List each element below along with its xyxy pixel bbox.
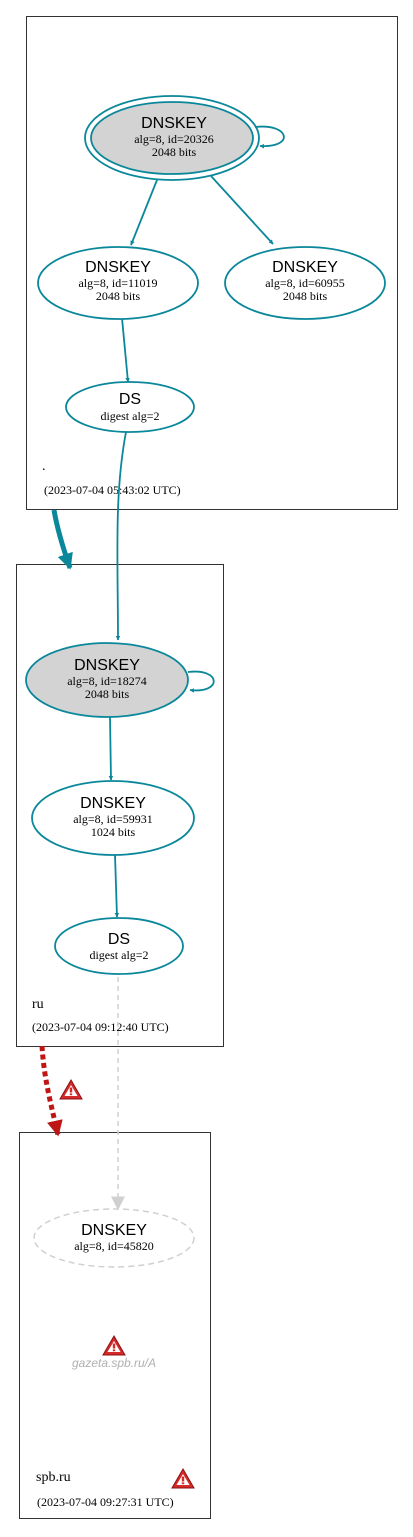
zone-root-label: . bbox=[42, 459, 46, 474]
node-title: DNSKEY bbox=[74, 657, 140, 674]
node-ru-ksk: DNSKEY alg=8, id=18274 2048 bits bbox=[25, 642, 189, 718]
node-title: DNSKEY bbox=[272, 259, 338, 276]
node-digest: digest alg=2 bbox=[89, 948, 148, 962]
edge-ru-ksk-to-zsk bbox=[108, 716, 114, 781]
edge-root-ksk-to-zsk2 bbox=[210, 175, 274, 245]
node-algorithm: alg=8, id=18274 bbox=[67, 674, 147, 688]
warning-icon bbox=[102, 1335, 126, 1356]
node-algorithm: alg=8, id=20326 bbox=[134, 132, 214, 146]
node-title: DNSKEY bbox=[81, 1222, 147, 1239]
zone-root: . (2023-07-04 05:43:02 UTC) bbox=[26, 16, 398, 510]
warning-icon bbox=[171, 1468, 195, 1489]
node-ru-zsk-59931: DNSKEY alg=8, id=59931 1024 bits bbox=[31, 780, 195, 856]
node-title: DS bbox=[108, 931, 130, 948]
zone-spb: spb.ru (2023-07-04 09:27:31 UTC) bbox=[19, 1132, 211, 1519]
node-title: DNSKEY bbox=[85, 259, 151, 276]
node-root-ds: DS digest alg=2 bbox=[65, 381, 195, 433]
edge-delegation-root-ru bbox=[51, 509, 73, 570]
node-spb-dnskey: DNSKEY alg=8, id=45820 bbox=[33, 1208, 195, 1268]
node-title: DNSKEY bbox=[141, 115, 207, 132]
node-key-size: 2048 bits bbox=[96, 289, 141, 303]
zone-ru-box bbox=[16, 564, 224, 1047]
node-title: DNSKEY bbox=[80, 795, 146, 812]
zone-spb-box bbox=[19, 1132, 211, 1519]
node-key-size: 2048 bits bbox=[283, 289, 328, 303]
edge-root-zsk1-to-ds bbox=[121, 317, 130, 383]
node-algorithm: alg=8, id=45820 bbox=[74, 1239, 154, 1253]
zone-root-box bbox=[26, 16, 398, 510]
edges bbox=[39, 125, 285, 1211]
node-root-zsk-60955: DNSKEY alg=8, id=60955 2048 bits bbox=[224, 246, 386, 320]
node-root-ksk: DNSKEY alg=8, id=20326 2048 bits bbox=[84, 95, 260, 181]
node-ru-ds: DS digest alg=2 bbox=[54, 917, 184, 975]
edge-root-ksk-to-zsk1 bbox=[130, 179, 158, 246]
edge-ru-ksk-self bbox=[187, 670, 215, 693]
query-label: gazeta.spb.ru/A bbox=[72, 1356, 156, 1370]
zone-spb-label: spb.ru bbox=[36, 1470, 71, 1485]
node-digest: digest alg=2 bbox=[100, 409, 159, 423]
node-key-size: 2048 bits bbox=[85, 687, 130, 701]
zone-root-timestamp: (2023-07-04 05:43:02 UTC) bbox=[44, 483, 181, 497]
zone-ru-timestamp: (2023-07-04 09:12:40 UTC) bbox=[32, 1020, 169, 1034]
edge-ru-zsk-to-ds bbox=[114, 854, 120, 918]
zone-spb-timestamp: (2023-07-04 09:27:31 UTC) bbox=[37, 1495, 174, 1509]
node-algorithm: alg=8, id=11019 bbox=[78, 276, 157, 290]
zone-ru: ru (2023-07-04 09:12:40 UTC) bbox=[16, 564, 224, 1047]
node-algorithm: alg=8, id=59931 bbox=[73, 812, 153, 826]
node-root-zsk-11019: DNSKEY alg=8, id=11019 2048 bits bbox=[37, 246, 199, 320]
edge-root-ds-to-ru-ksk bbox=[115, 431, 127, 641]
node-title: DS bbox=[119, 391, 141, 408]
warning-icon bbox=[59, 1079, 83, 1100]
zone-ru-label: ru bbox=[32, 997, 44, 1012]
edge-root-ksk-self bbox=[254, 125, 285, 149]
node-key-size: 1024 bits bbox=[91, 825, 136, 839]
query-node: gazeta.spb.ru/A bbox=[72, 1335, 156, 1370]
node-key-size: 2048 bits bbox=[152, 145, 197, 159]
edge-delegation-ru-spb bbox=[39, 1045, 63, 1137]
node-algorithm: alg=8, id=60955 bbox=[265, 276, 345, 290]
